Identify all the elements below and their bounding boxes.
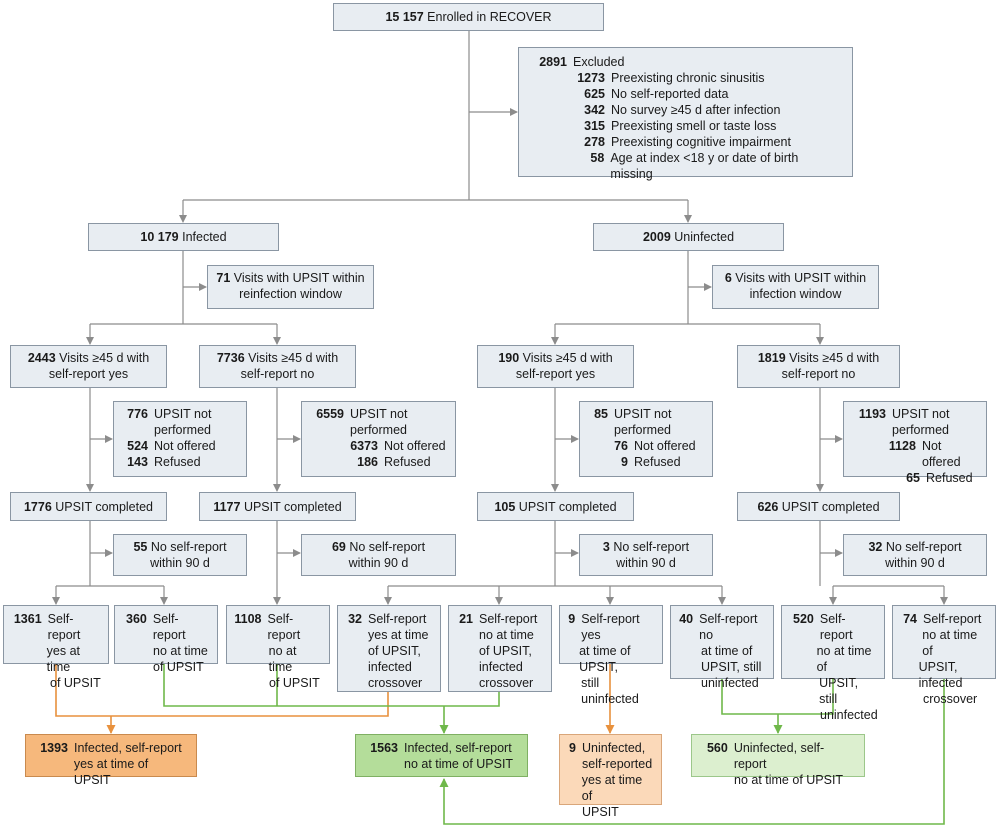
no-selfreport-box: 69 No self-report within 90 d — [301, 534, 456, 576]
completed-box: 626 UPSIT completed — [737, 492, 900, 521]
excluded-label: Excluded — [573, 55, 625, 69]
visits-box: 2443 Visits ≥45 d with self-report yes — [10, 345, 167, 388]
no-selfreport-box: 3 No self-report within 90 d — [579, 534, 713, 576]
uninfected-box: 2009 Uninfected — [593, 223, 784, 251]
enrolled-label: Enrolled in RECOVER — [427, 10, 552, 24]
visits-box: 7736 Visits ≥45 d with self-report no — [199, 345, 356, 388]
completed-box: 1177 UPSIT completed — [199, 492, 356, 521]
excluded-header: 2891 Excluded — [529, 54, 842, 70]
enrolled-box: 15 157 Enrolled in RECOVER — [333, 3, 604, 31]
no-selfreport-box: 32 No self-report within 90 d — [843, 534, 987, 576]
visits-box: 1819 Visits ≥45 d with self-report no — [737, 345, 900, 388]
enrolled-count: 15 157 — [385, 10, 424, 24]
infected-box: 10 179 Infected — [88, 223, 279, 251]
reinfection-window-box: 71 Visits with UPSIT within reinfection … — [207, 265, 374, 309]
completed-box: 1776 UPSIT completed — [10, 492, 167, 521]
completed-box: 105 UPSIT completed — [477, 492, 634, 521]
infection-window-box: 6 Visits with UPSIT within infection win… — [712, 265, 879, 309]
excluded-count: 2891 — [539, 55, 567, 69]
visits-box: 190 Visits ≥45 d with self-report yes — [477, 345, 634, 388]
no-selfreport-box: 55 No self-report within 90 d — [113, 534, 247, 576]
